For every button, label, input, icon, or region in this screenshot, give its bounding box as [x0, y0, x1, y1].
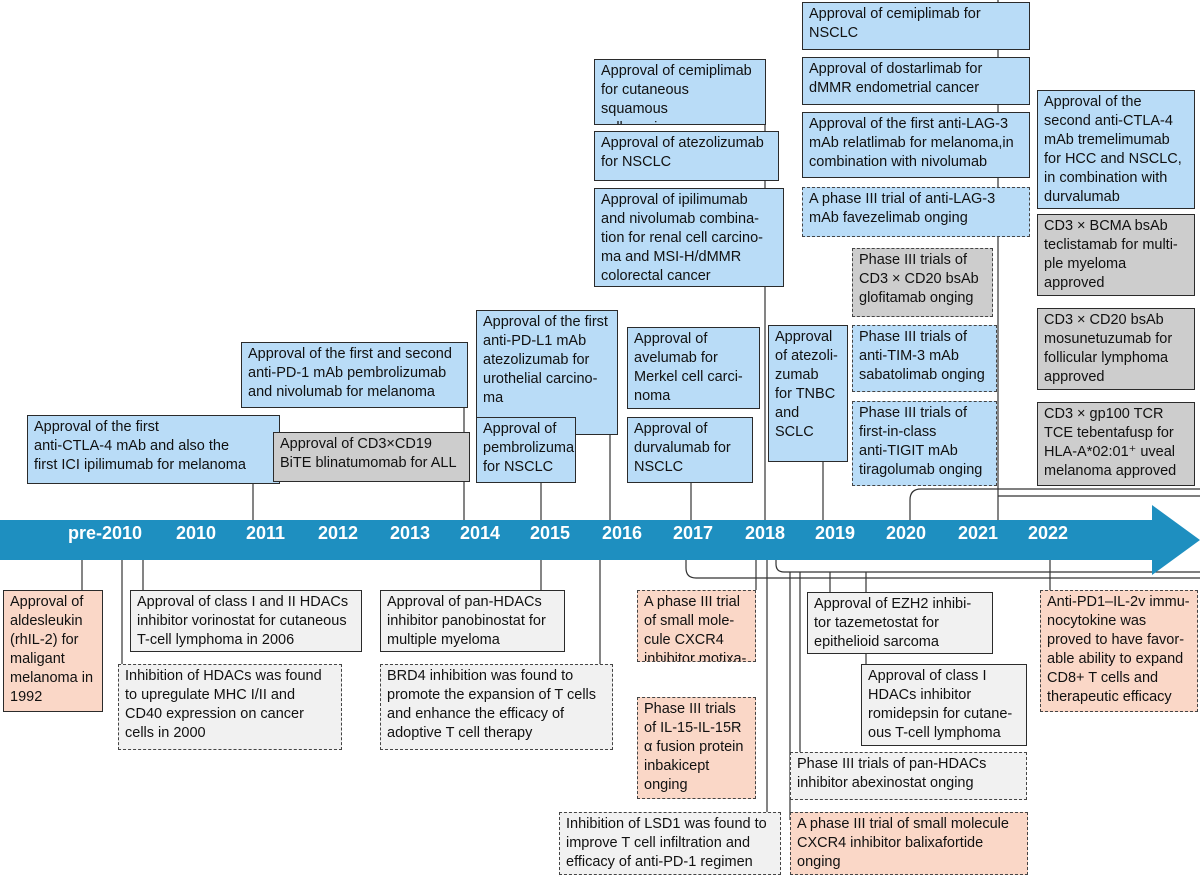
event-box-relatlimab: Approval of the first anti-LAG-3 mAb rel…: [802, 112, 1030, 178]
event-box-mosunetuzumab: CD3 × CD20 bsAb mosunetuzumab for follic…: [1037, 308, 1195, 390]
year-label: 2012: [318, 523, 359, 543]
event-box-cemiplimab-nsclc: Approval of cemiplimab for NSCLC: [802, 2, 1030, 50]
event-box-tebentafusp: CD3 × gp100 TCR TCE tebentafusp for HLA-…: [1037, 402, 1195, 486]
event-box-motixafortide: A phase III trial of small mole- cule CX…: [637, 590, 756, 662]
event-box-hdac-mhc: Inhibition of HDACs was found to upregul…: [118, 664, 342, 750]
event-box-teclistamab: CD3 × BCMA bsAb teclistamab for multi- p…: [1037, 214, 1195, 296]
event-box-tazemetostat: Approval of EZH2 inhibi- tor tazemetosta…: [807, 592, 993, 654]
event-box-favezelimab: A phase III trial of anti-LAG-3 mAb fave…: [802, 187, 1030, 237]
event-box-panobinostat: Approval of pan-HDACs inhibitor panobino…: [380, 590, 565, 652]
event-box-blinatumomab: Approval of CD3×CD19 BiTE blinatumomab f…: [273, 432, 470, 482]
year-label: 2015: [530, 523, 571, 543]
event-box-durvalumab: Approval of durvalumab for NSCLC: [627, 417, 753, 483]
year-label: 2013: [390, 523, 431, 543]
event-box-brd4: BRD4 inhibition was found to promote the…: [380, 664, 613, 750]
event-box-romidepsin: Approval of class I HDACs inhibitor romi…: [861, 664, 1027, 746]
year-label: 2011: [246, 523, 286, 543]
event-box-pembrolizumab-nsclc: Approval of pembrolizumab for NSCLC: [476, 417, 576, 483]
event-box-lsd1: Inhibition of LSD1 was found to improve …: [559, 812, 781, 875]
event-box-pd1-melanoma: Approval of the first and second anti-PD…: [241, 342, 468, 408]
event-box-sabatolimab: Phase III trials of anti-TIM-3 mAb sabat…: [852, 325, 997, 392]
event-box-atezolizumab-tnbc: Approval of atezoli- zumab for TNBC and …: [768, 325, 848, 462]
year-label: 2020: [886, 523, 927, 543]
event-box-abexinostat: Phase III trials of pan-HDACs inhibitor …: [790, 752, 1027, 800]
event-box-dostarlimab: Approval of dostarlimab for dMMR endomet…: [802, 57, 1030, 105]
year-label: 2014: [460, 523, 501, 543]
year-label: 2016: [602, 523, 643, 543]
event-box-ipilimumab: Approval of the first anti-CTLA-4 mAb an…: [27, 415, 280, 484]
year-label: 2018: [745, 523, 786, 543]
event-box-vorinostat: Approval of class I and II HDACs inhibit…: [130, 590, 362, 652]
event-box-pd1-il2v: Anti-PD1–IL-2v immu- nocytokine was prov…: [1040, 590, 1198, 712]
event-box-avelumab: Approval of avelumab for Merkel cell car…: [627, 327, 760, 409]
event-box-balixafortide: A phase III trial of small molecule CXCR…: [790, 812, 1028, 875]
year-label: 2017: [673, 523, 714, 543]
event-box-atezolizumab-urothelial: Approval of the first anti-PD-L1 mAb ate…: [476, 310, 618, 435]
event-box-tiragolumab: Phase III trials of first-in-class anti-…: [852, 401, 997, 486]
year-label: 2022: [1028, 523, 1069, 543]
event-box-cemiplimab-cscc: Approval of cemiplimab for cutaneous squ…: [594, 59, 766, 125]
event-box-inbakicept: Phase III trials of IL-15-IL-15R α fusio…: [637, 697, 756, 799]
year-label: pre-2010: [68, 523, 143, 543]
event-box-aldesleukin: Approval of aldesleukin (rhIL-2) for mal…: [3, 590, 103, 712]
timeline-arrow: [0, 505, 1200, 575]
year-label: 2010: [176, 523, 217, 543]
year-label: 2021: [958, 523, 999, 543]
event-box-glofitamab: Phase III trials of CD3 × CD20 bsAb glof…: [852, 248, 993, 317]
event-box-tremelimumab: Approval of the second anti-CTLA-4 mAb t…: [1037, 90, 1195, 209]
year-label: 2019: [815, 523, 856, 543]
event-box-ipi-nivo-combination: Approval of ipilimumab and nivolumab com…: [594, 188, 784, 287]
event-box-atezolizumab-nsclc: Approval of atezolizumab for NSCLC: [594, 131, 779, 181]
